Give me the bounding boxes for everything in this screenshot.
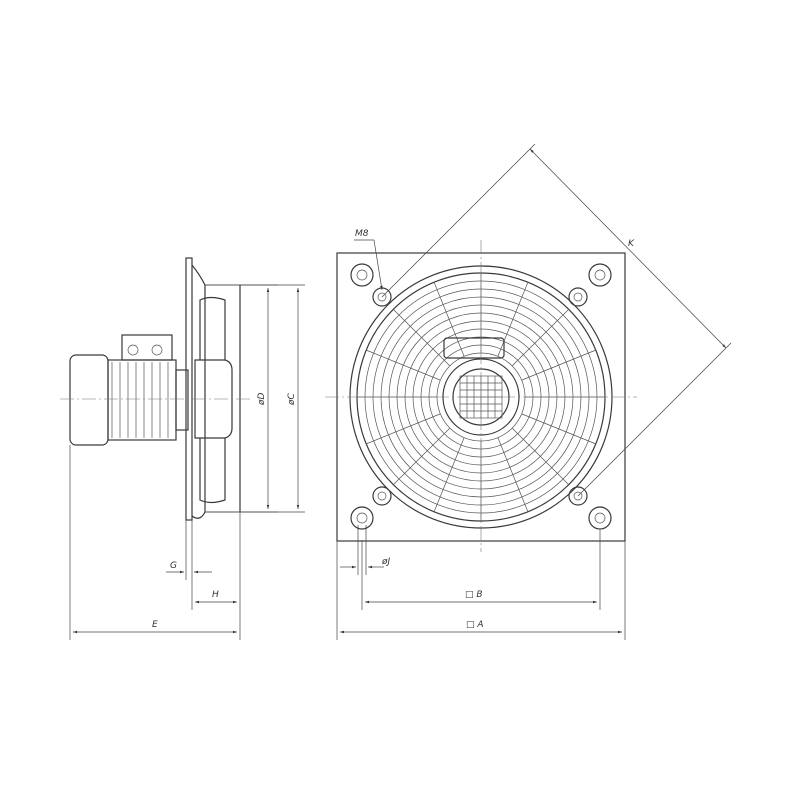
label-K: K bbox=[628, 239, 635, 249]
label-E: E bbox=[152, 620, 158, 630]
dim-J: øJ bbox=[340, 525, 391, 575]
dim-E: E bbox=[69, 445, 241, 640]
front-terminal-box bbox=[443, 337, 505, 359]
dim-G: G bbox=[166, 520, 212, 580]
impeller-side bbox=[194, 296, 233, 504]
dim-A: □ A bbox=[336, 541, 626, 640]
front-view: M8 K øJ □ B □ A bbox=[325, 143, 732, 640]
dim-M8: M8 bbox=[354, 229, 383, 291]
label-J: øJ bbox=[381, 557, 391, 567]
motor-body bbox=[69, 354, 177, 446]
label-M8: M8 bbox=[355, 229, 369, 239]
label-B: □ B bbox=[465, 590, 483, 600]
label-G: G bbox=[170, 561, 177, 571]
dim-D: øD bbox=[240, 284, 278, 513]
label-A: □ A bbox=[466, 620, 484, 630]
side-view: øD øC G H E bbox=[60, 257, 305, 640]
dim-C: øC bbox=[205, 284, 305, 513]
terminal-box bbox=[121, 334, 173, 361]
label-D: øD bbox=[257, 392, 267, 406]
dim-H: H bbox=[191, 512, 241, 610]
label-H: H bbox=[212, 590, 219, 600]
label-C: øC bbox=[287, 392, 297, 406]
motor-flange bbox=[175, 369, 189, 431]
dim-K: K bbox=[381, 143, 732, 497]
dim-B: □ B bbox=[361, 530, 601, 610]
